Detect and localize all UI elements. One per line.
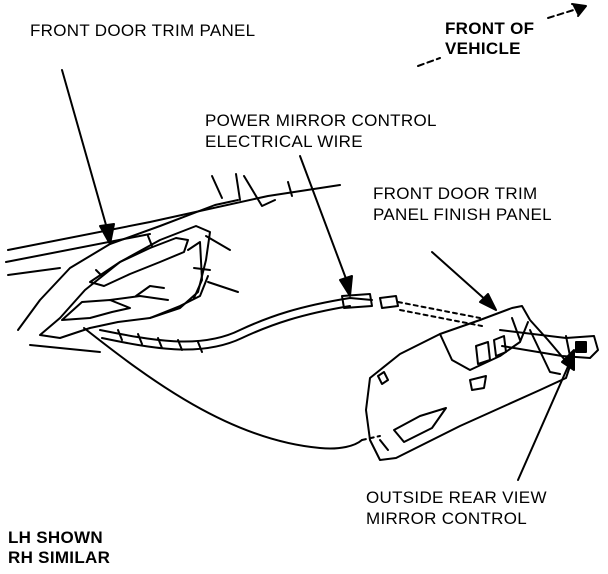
label-power-mirror-wire-line1: POWER MIRROR CONTROL [205, 111, 437, 130]
label-power-mirror-wire: POWER MIRROR CONTROL ELECTRICAL WIRE [205, 110, 437, 152]
label-shown-note-line1: LH SHOWN [8, 528, 103, 547]
lower-wire-loop [83, 327, 363, 450]
leader-mirror-control [517, 361, 571, 481]
label-mirror-control: OUTSIDE REAR VIEW MIRROR CONTROL [366, 487, 547, 529]
leader-finish-panel [431, 251, 489, 303]
leader-wire [299, 155, 349, 285]
door-body-outline [5, 173, 341, 353]
front-direction-arrow [417, 3, 587, 67]
label-shown-note: LH SHOWN RH SIMILAR [8, 528, 110, 568]
leader-trim-panel-head [99, 223, 115, 245]
power-mirror-wire-shape [99, 293, 483, 353]
leader-lines [61, 69, 575, 481]
leader-wire-head [339, 275, 353, 297]
lower-wire-dash [361, 435, 381, 441]
label-front-of-vehicle-line1: FRONT OF [445, 19, 535, 38]
label-finish-panel-line1: FRONT DOOR TRIM [373, 184, 538, 203]
label-front-of-vehicle-line2: VEHICLE [445, 39, 521, 58]
leader-finish-panel-head [479, 293, 497, 311]
finish-panel-shape [365, 305, 571, 461]
label-mirror-control-line1: OUTSIDE REAR VIEW [366, 488, 547, 507]
leader-mirror-control-head [561, 349, 575, 371]
front-door-trim-panel-shape [39, 225, 239, 339]
label-front-door-trim-panel-text: FRONT DOOR TRIM PANEL [30, 21, 256, 40]
label-front-of-vehicle: FRONT OF VEHICLE [445, 19, 534, 59]
label-finish-panel: FRONT DOOR TRIM PANEL FINISH PANEL [373, 183, 552, 225]
label-mirror-control-line2: MIRROR CONTROL [366, 509, 527, 528]
label-finish-panel-line2: PANEL FINISH PANEL [373, 205, 552, 224]
label-shown-note-line2: RH SIMILAR [8, 548, 111, 567]
label-front-door-trim-panel: FRONT DOOR TRIM PANEL [30, 20, 255, 41]
mirror-control-shape [499, 329, 599, 359]
label-power-mirror-wire-line2: ELECTRICAL WIRE [205, 132, 363, 151]
leader-trim-panel [61, 69, 109, 233]
